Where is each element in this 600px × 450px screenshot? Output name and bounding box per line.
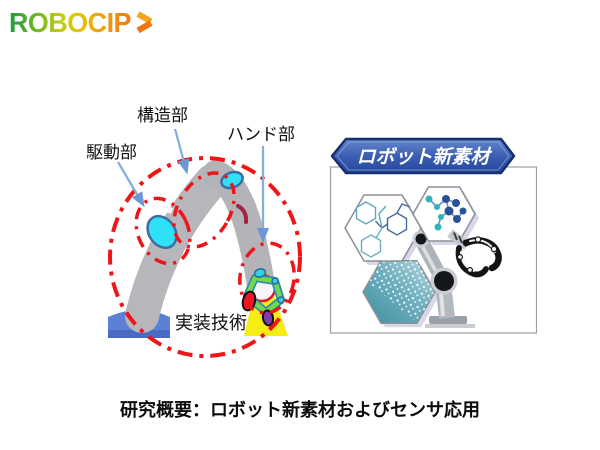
drive-part-ellipse <box>134 196 192 266</box>
robot-arm-diagram: 構造部 ハンド部 駆動部 実装技術 <box>86 106 302 358</box>
slide-caption: 研究概要：ロボット新素材およびセンサ応用 <box>120 399 480 420</box>
label-hand-part: ハンド部 <box>227 125 295 144</box>
banner-title: ロボット新素材 <box>356 146 492 168</box>
label-drive-part: 駆動部 <box>86 143 137 162</box>
label-mounting-tech: 実装技術 <box>175 313 247 333</box>
arm-red-mark <box>236 204 249 224</box>
drive-arrow <box>117 161 145 208</box>
arm-highlight <box>144 205 174 219</box>
new-materials-panel: ロボット新素材 <box>329 137 538 334</box>
robocip-logo-text: ROBOCIP <box>9 7 131 38</box>
fingertip-purple <box>261 309 275 327</box>
logo-chevron-icon <box>136 11 153 34</box>
label-structure-part: 構造部 <box>137 106 188 125</box>
gripper-hand <box>241 268 285 327</box>
powder-hexagon-icon <box>362 260 436 324</box>
fingertip-red <box>241 290 257 312</box>
panel-banner: ロボット新素材 <box>330 137 516 175</box>
molecule-hexagon-icon <box>412 186 476 242</box>
panel-gripper-claw <box>447 229 502 278</box>
hand-part-ellipse <box>238 241 296 315</box>
whole-arm-ellipse <box>108 156 302 358</box>
molecule-atoms <box>425 195 467 231</box>
panel-robot-arm <box>412 230 475 328</box>
robocip-logo: ROBOCIP <box>9 7 153 38</box>
callout-arrows <box>117 128 269 243</box>
arm-lower-segment <box>125 164 229 333</box>
structure-part-ellipse <box>172 171 236 249</box>
structure-arrow <box>173 128 190 175</box>
red-emphasis-ellipses <box>108 156 302 358</box>
